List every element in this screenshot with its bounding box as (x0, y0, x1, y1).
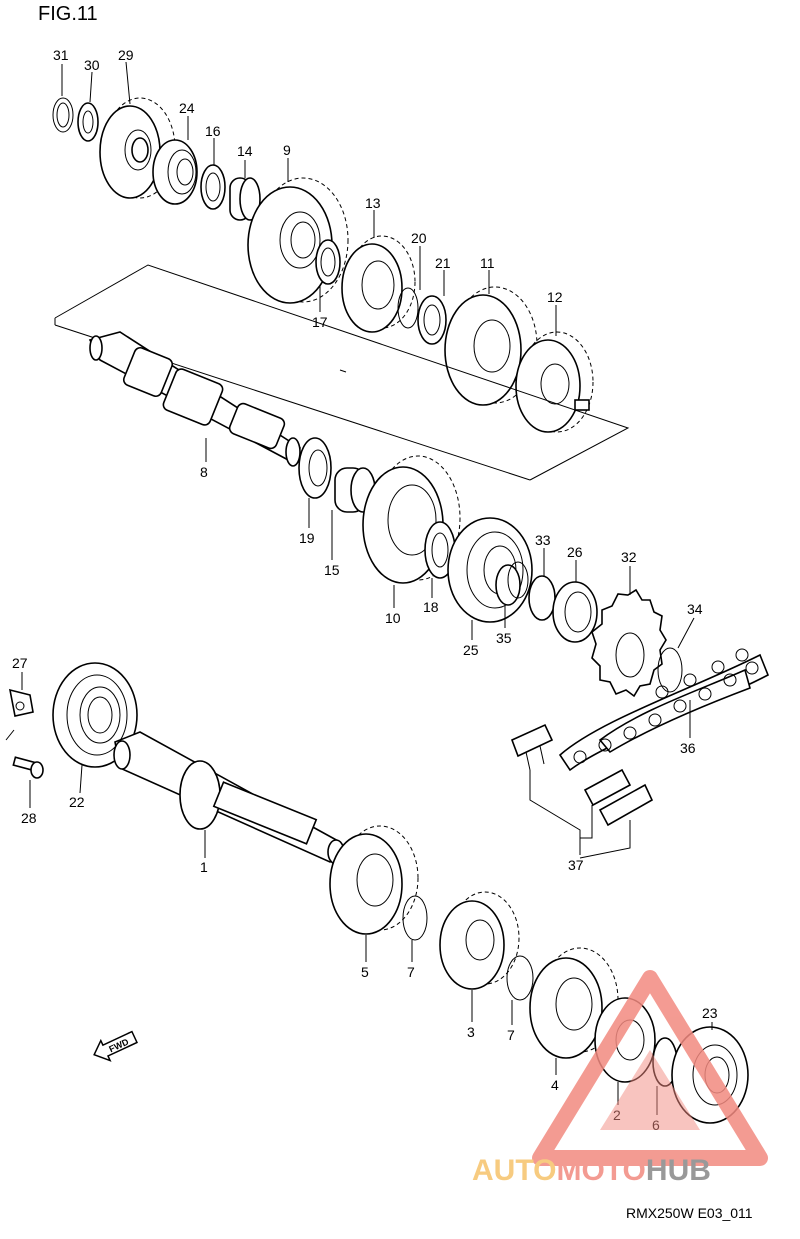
drawing-code: RMX250W E03_011 (626, 1205, 753, 1221)
circlip-7a (402, 895, 428, 941)
gear-4 (529, 947, 619, 1075)
bearing-25 (447, 517, 533, 623)
gear-5 (329, 825, 419, 962)
drive-chain-36 (558, 648, 770, 772)
callout-23: 23 (702, 1005, 718, 1021)
callout-28: 28 (21, 810, 37, 826)
callout-5: 5 (361, 964, 369, 980)
callout-35: 35 (496, 630, 512, 646)
watermark-logo: AUTOMOTOHUB (472, 970, 768, 1187)
figure-title: FIG.11 (38, 3, 98, 25)
callout-3: 3 (467, 1024, 475, 1040)
gear-13 (341, 235, 416, 333)
callout-11: 11 (480, 255, 495, 271)
callout-31: 31 (53, 47, 69, 63)
callout-21: 21 (435, 255, 451, 271)
gear-3 (439, 891, 520, 1022)
bearing-22 (52, 662, 138, 794)
circlip-31 (52, 97, 74, 133)
callout-13: 13 (365, 195, 381, 211)
gear-11 (444, 286, 538, 406)
callout-27: 27 (12, 655, 28, 671)
callout-7b: 7 (507, 1027, 515, 1043)
callout-9: 9 (283, 142, 291, 158)
gear-10 (362, 455, 461, 584)
washer-30 (77, 102, 99, 142)
callout-16: 16 (205, 123, 221, 139)
callout-32: 32 (621, 549, 637, 565)
callout-10: 10 (385, 610, 401, 626)
washer-19 (298, 437, 332, 499)
callout-15: 15 (324, 562, 340, 578)
countershaft-8 (88, 331, 302, 467)
callout-26: 26 (567, 544, 583, 560)
collar-35 (495, 561, 529, 606)
circlip-34 (657, 647, 683, 693)
callout-labels: 31 30 29 24 16 14 9 13 20 21 11 12 17 8 … (12, 47, 718, 1133)
callout-25: 25 (463, 642, 479, 658)
callout-33: 33 (535, 532, 551, 548)
callout-36: 36 (680, 740, 696, 756)
screw-28 (12, 756, 44, 808)
callout-14: 14 (237, 143, 253, 159)
callout-12: 12 (547, 289, 563, 305)
callout-7a: 7 (407, 964, 415, 980)
fwd-arrow-icon: FWD (93, 1030, 138, 1062)
sprocket-32 (591, 588, 667, 698)
gear-9 (247, 177, 349, 304)
svg-text:AUTOMOTOHUB: AUTOMOTOHUB (472, 1154, 711, 1187)
washer-21 (417, 295, 447, 345)
watermark-auto: AUTO (472, 1154, 556, 1187)
callout-19: 19 (299, 530, 315, 546)
leader-lines (61, 61, 695, 738)
watermark-moto: MOTO (556, 1154, 645, 1187)
callout-24: 24 (179, 100, 195, 116)
callout-4: 4 (551, 1077, 559, 1093)
callout-8: 8 (200, 464, 208, 480)
callout-22: 22 (69, 794, 85, 810)
callout-29: 29 (118, 47, 134, 63)
washer-33 (528, 575, 556, 621)
callout-34: 34 (687, 601, 703, 617)
bearing-24 (152, 139, 198, 205)
gear-12 (515, 331, 594, 433)
callout-17: 17 (312, 314, 328, 330)
washer-17 (315, 239, 341, 285)
circlip-20 (397, 287, 419, 329)
watermark-hub: HUB (646, 1154, 711, 1187)
bushing-14 (229, 177, 261, 221)
chain-joint-37 (510, 723, 654, 859)
callout-30: 30 (84, 57, 100, 73)
gear-29 (99, 97, 176, 199)
callout-20: 20 (411, 230, 427, 246)
retainer-27 (5, 672, 34, 741)
callout-37: 37 (568, 857, 584, 873)
mainshaft-1 (113, 731, 345, 865)
circlip-7b (506, 955, 534, 1001)
callout-1: 1 (200, 859, 208, 875)
upper-gear-group (52, 97, 594, 433)
assembly-bracket (54, 264, 630, 481)
callout-18: 18 (423, 599, 439, 615)
oil-seal-26 (552, 581, 598, 643)
washer-16 (200, 164, 226, 210)
